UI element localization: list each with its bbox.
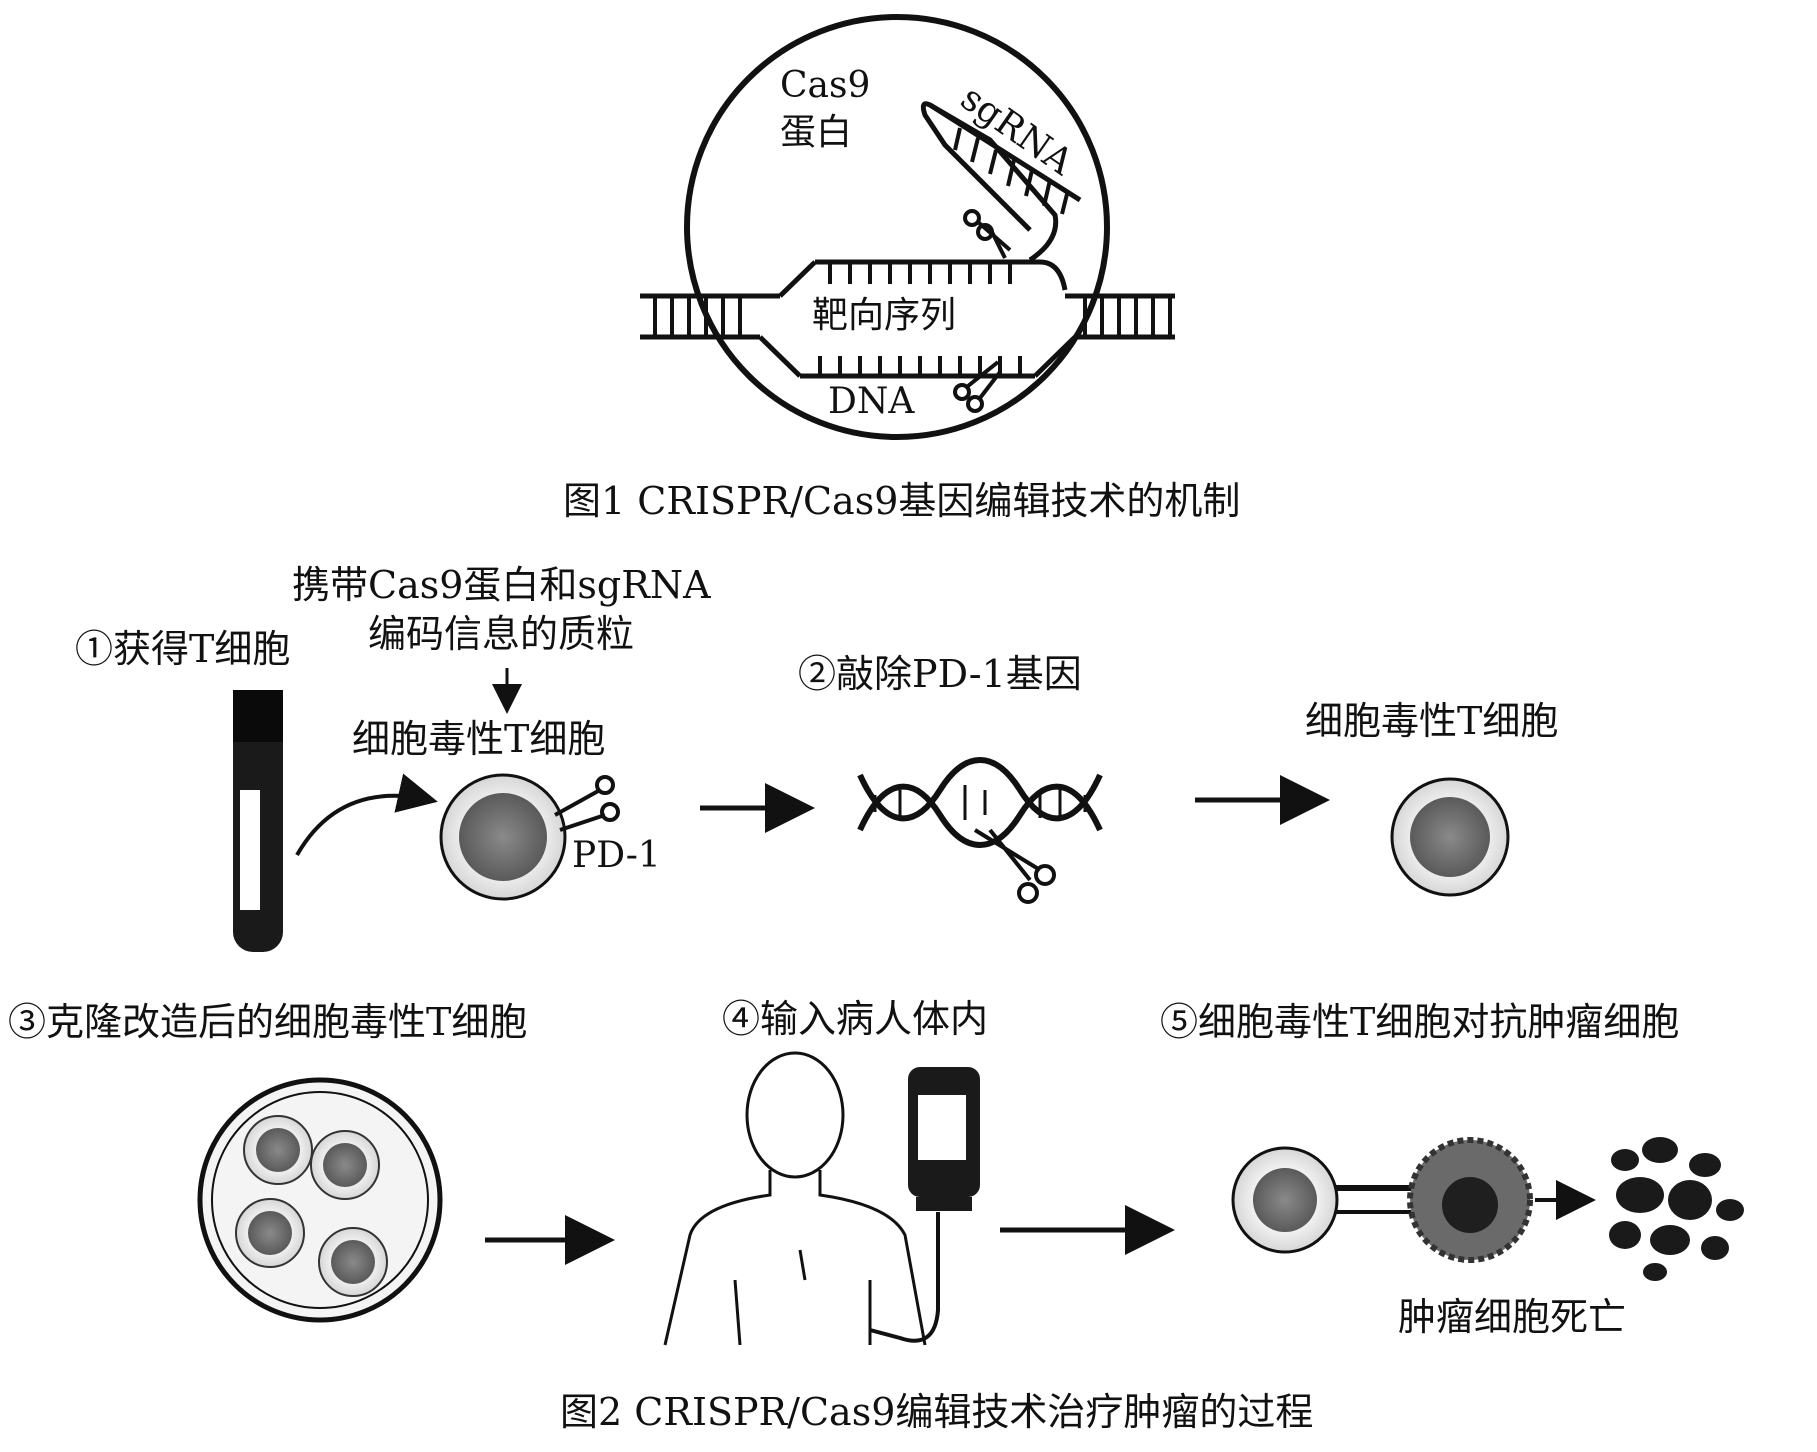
figure2-caption: 图2 CRISPR/Cas9编辑技术治疗肿瘤的过程 (560, 1390, 1314, 1434)
iv-bag-icon (869, 1067, 980, 1343)
dna-left-rungs (653, 296, 742, 337)
step3-label: ③克隆改造后的细胞毒性T细胞 (8, 1000, 528, 1044)
tube-to-cell-arrow (295, 773, 438, 856)
cas9-label-line1: Cas9 (780, 65, 871, 106)
dna-top-strand (815, 259, 1068, 291)
step5-label: ⑤细胞毒性T细胞对抗肿瘤细胞 (1160, 1000, 1680, 1044)
t-cell-attacking (1231, 1146, 1420, 1254)
petri-dish-icon (197, 1077, 443, 1323)
pd1-label: PD-1 (572, 835, 661, 876)
dna-label: DNA (828, 381, 915, 422)
plasmid-label-line2: 编码信息的质粒 (368, 612, 635, 656)
cas9-complex-circle (684, 14, 1110, 440)
patient-icon (663, 1051, 927, 1346)
tumor-death-label: 肿瘤细胞死亡 (1398, 1295, 1627, 1339)
dna-right-rungs (1083, 296, 1172, 337)
dead-tumor-fragments (1609, 1137, 1744, 1281)
plasmid-label-line1: 携带Cas9蛋白和sgRNA (292, 563, 711, 607)
blood-tube-icon (233, 690, 283, 952)
ctl-label-edited: 细胞毒性T细胞 (1305, 699, 1559, 743)
tumor-cell (1407, 1137, 1533, 1263)
step2-label: ②敲除PD-1基因 (798, 652, 1082, 696)
target-sequence-label: 靶向序列 (812, 295, 957, 336)
dna-top-strand-ticks (828, 262, 1012, 284)
dna-bottom-strand-ticks (818, 356, 1022, 376)
scissors-icon-dna (973, 828, 1056, 904)
step4-label: ④输入病人体内 (722, 997, 989, 1041)
edited-t-cell (1390, 777, 1510, 897)
scissors-icon-bottom (953, 360, 1002, 413)
step1-label: ①获得T细胞 (75, 627, 291, 671)
sgrna-structure (920, 101, 1082, 263)
t-cell-with-pd1 (439, 773, 620, 901)
ctl-label: 细胞毒性T细胞 (352, 717, 606, 761)
sgrna-rungs (953, 127, 1070, 215)
figure1-caption: 图1 CRISPR/Cas9基因编辑技术的机制 (563, 479, 1241, 523)
scissors-icon-top (963, 209, 1012, 259)
cas9-label-line2: 蛋白 (780, 112, 853, 153)
dna-helix-rungs (873, 785, 1087, 820)
